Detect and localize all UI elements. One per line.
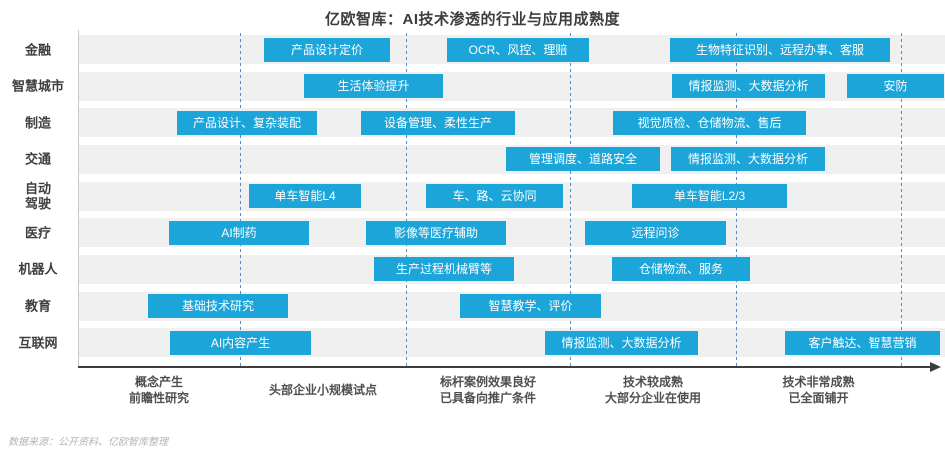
stage-label-4: 技术较成熟大部分企业在使用 xyxy=(553,374,753,406)
x-axis-line xyxy=(78,366,931,368)
stage-boundary-dashed-line xyxy=(406,33,407,367)
application-bar: 车、路、云协同 xyxy=(426,184,563,209)
application-bar: AI制药 xyxy=(169,220,309,245)
stage-boundary-dashed-line xyxy=(901,33,902,367)
application-bar: OCR、风控、理赔 xyxy=(447,37,589,62)
application-bar: 生物特征识别、远程办事、客服 xyxy=(670,37,890,62)
application-bar: 仓储物流、服务 xyxy=(612,257,750,282)
stage-label-line: 已全面铺开 xyxy=(788,391,849,405)
application-bar: 远程问诊 xyxy=(585,220,726,245)
stage-label-line: 大部分企业在使用 xyxy=(604,391,701,405)
application-bar: 视觉质检、仓储物流、售后 xyxy=(613,110,806,135)
row-label-4: 自动 驾驶 xyxy=(24,181,51,212)
stage-label-line: 头部企业小规模试点 xyxy=(268,383,377,397)
application-bar: AI内容产生 xyxy=(170,330,311,355)
application-bar: 基础技术研究 xyxy=(148,294,288,319)
application-bar: 影像等医疗辅助 xyxy=(366,220,506,245)
chart-title: 亿欧智库：AI技术渗透的行业与应用成熟度 xyxy=(324,11,620,28)
x-axis-arrow-icon xyxy=(930,362,941,372)
application-bar: 产品设计定价 xyxy=(264,37,390,62)
stage-label-line: 技术非常成熟 xyxy=(782,375,855,389)
stage-label-line: 前瞻性研究 xyxy=(128,391,189,405)
application-bar: 生活体验提升 xyxy=(304,74,443,99)
row-label-2: 制造 xyxy=(24,115,51,131)
y-axis-line xyxy=(78,30,79,368)
row-label-0: 金融 xyxy=(24,42,51,57)
stage-label-5: 技术非常成熟已全面铺开 xyxy=(719,374,919,406)
stage-label-3: 标杆案例效果良好已具备向推广条件 xyxy=(388,374,588,406)
application-bar: 情报监测、大数据分析 xyxy=(545,330,698,355)
row-label-3: 交通 xyxy=(24,151,51,167)
stage-boundary-dashed-line xyxy=(570,33,571,367)
stage-label-line: 技术较成熟 xyxy=(622,375,683,389)
application-bar: 生产过程机械臂等 xyxy=(374,257,514,282)
row-label-7: 教育 xyxy=(24,298,51,314)
application-bar: 情报监测、大数据分析 xyxy=(672,74,825,99)
application-bar: 安防 xyxy=(847,74,944,99)
application-bar: 单车智能L4 xyxy=(249,184,361,209)
row-label-8: 互联网 xyxy=(18,335,58,351)
application-bar: 情报监测、大数据分析 xyxy=(671,147,825,172)
application-bar: 智慧教学、评价 xyxy=(460,294,601,319)
row-label-5: 医疗 xyxy=(24,225,51,241)
source-note: 数据来源：公开资料、亿欧智库整理 xyxy=(8,437,168,448)
application-bar: 产品设计、复杂装配 xyxy=(177,110,317,135)
row-label-1: 智慧城市 xyxy=(11,78,64,94)
application-bar: 客户触达、智慧营销 xyxy=(785,330,940,355)
stage-label-2: 头部企业小规模试点 xyxy=(223,374,423,398)
stage-label-1: 概念产生前瞻性研究 xyxy=(59,374,259,406)
stage-boundary-dashed-line xyxy=(240,33,241,367)
row-label-6: 机器人 xyxy=(18,261,58,277)
application-bar: 单车智能L2/3 xyxy=(632,184,787,209)
stage-label-line: 标杆案例效果良好 xyxy=(439,375,536,389)
stage-label-line: 已具备向推广条件 xyxy=(439,391,536,405)
application-bar: 管理调度、道路安全 xyxy=(506,147,660,172)
stage-label-line: 概念产生 xyxy=(134,375,183,389)
application-bar: 设备管理、柔性生产 xyxy=(361,110,515,135)
